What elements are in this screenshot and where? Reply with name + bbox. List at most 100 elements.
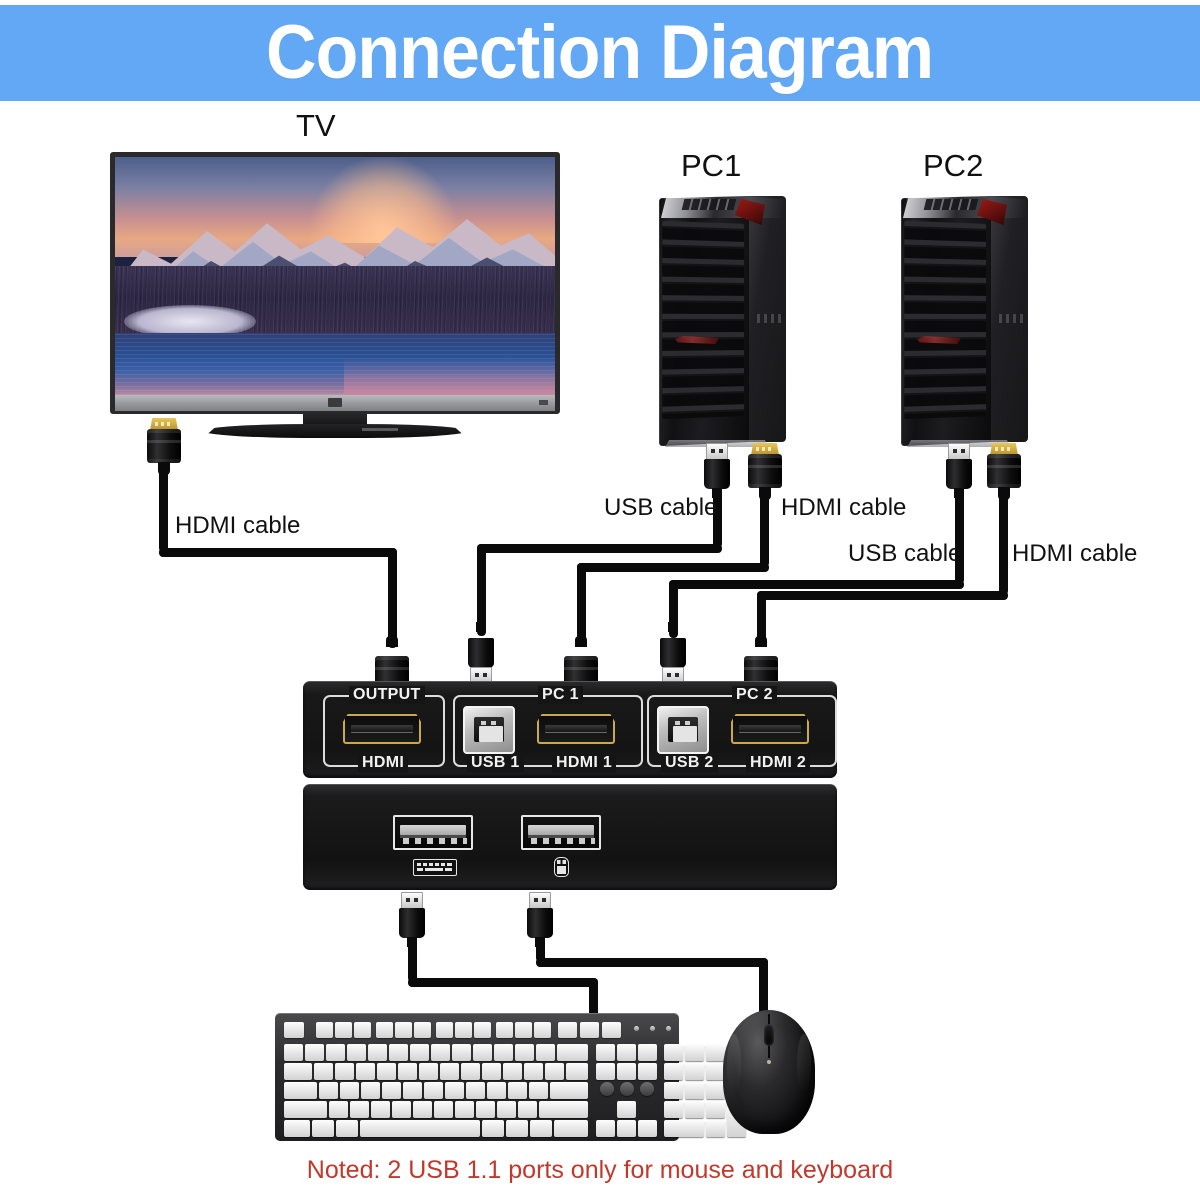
key[interactable] bbox=[515, 1022, 532, 1038]
key-ctrl-right[interactable] bbox=[554, 1120, 588, 1137]
key[interactable] bbox=[284, 1044, 303, 1061]
key[interactable] bbox=[326, 1044, 345, 1061]
key[interactable] bbox=[329, 1101, 348, 1118]
key[interactable] bbox=[445, 1082, 464, 1099]
key-numpad-decimal[interactable] bbox=[706, 1120, 725, 1137]
key[interactable] bbox=[431, 1044, 450, 1061]
key[interactable] bbox=[424, 1082, 443, 1099]
mouse-scroll-wheel[interactable] bbox=[764, 1024, 774, 1046]
key-end[interactable] bbox=[617, 1063, 636, 1080]
key-shift-right[interactable] bbox=[539, 1101, 588, 1118]
key-numpad-6[interactable] bbox=[706, 1082, 725, 1099]
key-arrow-down[interactable] bbox=[617, 1120, 636, 1137]
key-numpad-multiply[interactable] bbox=[706, 1044, 725, 1061]
key[interactable] bbox=[371, 1101, 390, 1118]
key[interactable] bbox=[361, 1082, 380, 1099]
mouse-device[interactable] bbox=[723, 1010, 815, 1134]
key-arrow-up[interactable] bbox=[617, 1101, 636, 1118]
key[interactable] bbox=[482, 1063, 501, 1080]
key-numpad-divide[interactable] bbox=[685, 1044, 704, 1061]
key[interactable] bbox=[382, 1082, 401, 1099]
key[interactable] bbox=[314, 1063, 333, 1080]
key[interactable] bbox=[508, 1082, 527, 1099]
key[interactable] bbox=[494, 1044, 513, 1061]
key-arrow-right[interactable] bbox=[638, 1120, 657, 1137]
key-numpad-0[interactable] bbox=[664, 1120, 704, 1137]
key[interactable] bbox=[305, 1044, 324, 1061]
key-delete[interactable] bbox=[596, 1063, 615, 1080]
key-numlock[interactable] bbox=[664, 1044, 683, 1061]
key[interactable] bbox=[524, 1063, 543, 1080]
key-enter[interactable] bbox=[550, 1082, 588, 1099]
key[interactable] bbox=[440, 1063, 459, 1080]
key[interactable] bbox=[455, 1022, 472, 1038]
kvm-port-usb1[interactable] bbox=[463, 706, 515, 754]
key-win-left[interactable] bbox=[312, 1120, 334, 1137]
key[interactable] bbox=[335, 1022, 352, 1038]
key[interactable] bbox=[534, 1022, 551, 1038]
kvm-port-hdmi1[interactable] bbox=[537, 714, 615, 744]
key-shift-left[interactable] bbox=[284, 1101, 327, 1118]
key[interactable] bbox=[518, 1101, 537, 1118]
key-space[interactable] bbox=[360, 1120, 480, 1137]
key[interactable] bbox=[566, 1063, 588, 1080]
kvm-port-usb-keyboard[interactable] bbox=[393, 815, 473, 850]
key[interactable] bbox=[503, 1063, 522, 1080]
key[interactable] bbox=[461, 1063, 480, 1080]
key-insert[interactable] bbox=[596, 1044, 615, 1061]
key[interactable] bbox=[545, 1063, 564, 1080]
key[interactable] bbox=[340, 1082, 359, 1099]
key-home[interactable] bbox=[617, 1044, 636, 1061]
key[interactable] bbox=[496, 1022, 513, 1038]
key[interactable] bbox=[377, 1063, 396, 1080]
kvm-port-usb2[interactable] bbox=[657, 706, 709, 754]
key-arrow-left[interactable] bbox=[596, 1120, 615, 1137]
key-capslock[interactable] bbox=[284, 1082, 317, 1099]
key[interactable] bbox=[410, 1044, 429, 1061]
key-numpad-7[interactable] bbox=[664, 1063, 683, 1080]
kvm-port-hdmi2[interactable] bbox=[731, 714, 809, 744]
key[interactable] bbox=[529, 1082, 548, 1099]
key-menu[interactable] bbox=[530, 1120, 552, 1137]
key-numpad-9[interactable] bbox=[706, 1063, 725, 1080]
key-numpad-5[interactable] bbox=[685, 1082, 704, 1099]
key[interactable] bbox=[476, 1101, 495, 1118]
key[interactable] bbox=[474, 1022, 491, 1038]
key[interactable] bbox=[466, 1082, 485, 1099]
key-numpad-8[interactable] bbox=[685, 1063, 704, 1080]
key-pageup[interactable] bbox=[638, 1044, 657, 1061]
key-media-1[interactable] bbox=[600, 1082, 614, 1096]
key[interactable] bbox=[347, 1044, 366, 1061]
key[interactable] bbox=[403, 1082, 422, 1099]
key[interactable] bbox=[392, 1101, 411, 1118]
key[interactable] bbox=[350, 1101, 369, 1118]
kvm-port-usb-mouse[interactable] bbox=[521, 815, 601, 850]
key[interactable] bbox=[487, 1082, 506, 1099]
kvm-port-output-hdmi[interactable] bbox=[343, 714, 421, 744]
key[interactable] bbox=[436, 1022, 453, 1038]
key-numpad-3[interactable] bbox=[706, 1101, 725, 1118]
key-win-right[interactable] bbox=[506, 1120, 528, 1137]
key[interactable] bbox=[558, 1022, 577, 1038]
key[interactable] bbox=[413, 1101, 432, 1118]
key[interactable] bbox=[536, 1044, 555, 1061]
key[interactable] bbox=[284, 1022, 304, 1038]
key[interactable] bbox=[395, 1022, 412, 1038]
key[interactable] bbox=[376, 1022, 393, 1038]
key-alt-right[interactable] bbox=[482, 1120, 504, 1137]
key-alt-left[interactable] bbox=[336, 1120, 358, 1137]
key-media-3[interactable] bbox=[640, 1082, 654, 1096]
key[interactable] bbox=[414, 1022, 431, 1038]
key[interactable] bbox=[434, 1101, 453, 1118]
key[interactable] bbox=[497, 1101, 516, 1118]
key-numpad-2[interactable] bbox=[685, 1101, 704, 1118]
key[interactable] bbox=[515, 1044, 534, 1061]
key-pagedown[interactable] bbox=[638, 1063, 657, 1080]
key[interactable] bbox=[354, 1022, 371, 1038]
key[interactable] bbox=[389, 1044, 408, 1061]
key[interactable] bbox=[319, 1082, 338, 1099]
key-backspace[interactable] bbox=[557, 1044, 588, 1061]
key[interactable] bbox=[452, 1044, 471, 1061]
key-numpad-1[interactable] bbox=[664, 1101, 683, 1118]
key-ctrl-left[interactable] bbox=[284, 1120, 310, 1137]
